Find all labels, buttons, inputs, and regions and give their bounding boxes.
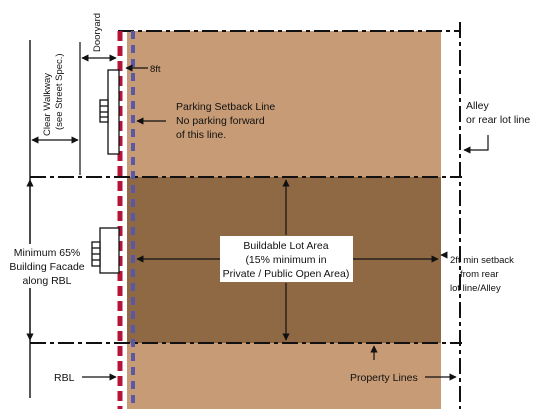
buildable-label-line1: Buildable Lot Area (243, 240, 328, 252)
min-facade-label-line2: Building Facade (9, 261, 84, 273)
lot-front-area (127, 31, 441, 177)
rbl-label: RBL (54, 372, 75, 384)
dooryard-label: Dooryard (92, 13, 103, 52)
alley-arrow (463, 135, 489, 154)
alley-label-line1: Alley (466, 100, 490, 112)
clear-walkway-label-line2: (see Street Spec.) (54, 53, 65, 130)
clear-walkway-label: Clear Walkway (see Street Spec.) (42, 53, 65, 136)
parking-setback-label-line3: of this line. (176, 129, 226, 141)
clear-walkway-label-line1: Clear Walkway (42, 73, 53, 136)
lot-rear-area (127, 343, 441, 409)
min-facade-label: Minimum 65% Building Facade along RBL (4, 244, 90, 288)
parking-setback-label-line2: No parking forward (176, 115, 265, 127)
building-stoop-lower (91, 227, 120, 274)
buildable-label-bg (220, 236, 353, 282)
buildable-label: Buildable Lot Area (15% minimum in Priva… (220, 236, 353, 282)
rear-setback-label-line1: 2ft min setback (450, 255, 514, 266)
min-facade-label-bg (4, 244, 90, 288)
buildable-label-line2: (15% minimum in (245, 254, 326, 266)
min-facade-label-line1: Minimum 65% (14, 247, 81, 259)
rear-setback-label-line2: from rear (460, 269, 499, 280)
building-stoop-upper (99, 69, 120, 155)
property-lines-label: Property Lines (350, 372, 418, 384)
min-facade-label-line3: along RBL (22, 275, 71, 287)
parking-setback-label-line1: Parking Setback Line (176, 101, 275, 113)
rear-setback-label-line3: lot line/Alley (450, 283, 501, 294)
eight-ft-label: 8ft (150, 64, 161, 75)
alley-label-line2: or rear lot line (466, 114, 530, 126)
buildable-label-line3: Private / Public Open Area) (223, 268, 350, 280)
property-lines (30, 22, 462, 409)
